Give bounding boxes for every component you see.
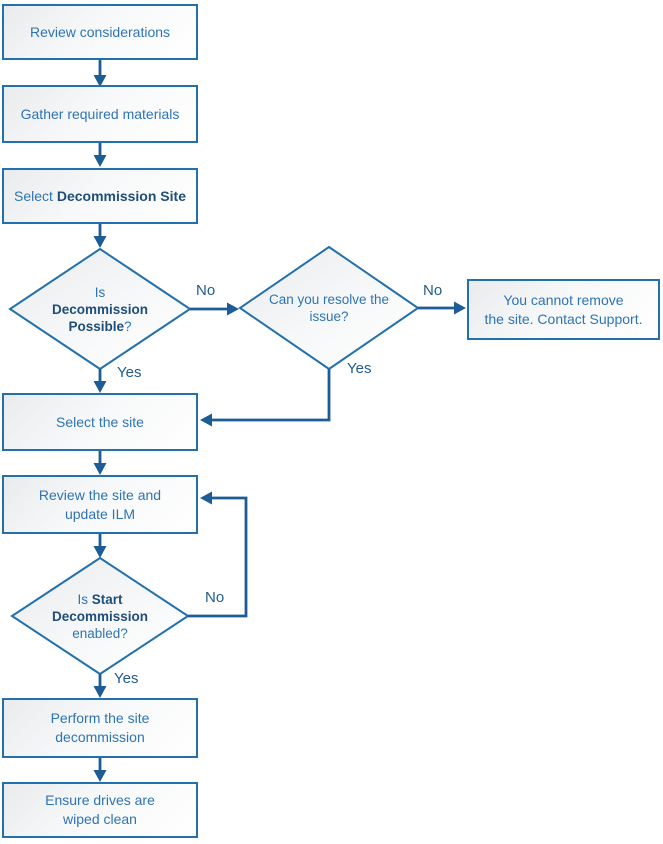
branch-label-yes-decision2: Yes xyxy=(347,360,372,377)
arrow-decision2-no-to-cannot-remove xyxy=(418,301,466,315)
arrow-perform-to-ensure xyxy=(93,758,107,782)
arrow-review-to-gather xyxy=(93,60,107,87)
arrow-decision3-no-loop-to-review-ilm xyxy=(188,491,248,618)
flow-box-gather-materials: Gather required materials xyxy=(2,85,198,143)
arrow-select-site-to-review-ilm xyxy=(93,451,107,475)
branch-label-yes-decision1: Yes xyxy=(117,364,142,381)
branch-label-yes-decision3: Yes xyxy=(114,670,139,687)
arrow-review-ilm-to-decision3 xyxy=(93,534,107,558)
arrow-gather-to-select-decommission xyxy=(93,143,107,167)
box-label: Select Decommission Site xyxy=(14,187,186,204)
arrow-select-decommission-to-decision1 xyxy=(93,224,107,248)
box-label: Gather required materials xyxy=(20,105,180,122)
arrow-decision1-no-to-decision2 xyxy=(190,302,239,316)
decision-start-decommission-label: Is Start Decommission enabled? xyxy=(51,591,149,641)
decision-decommission-possible-label: Is Decommission Possible? xyxy=(51,284,149,334)
box-label: Review considerations xyxy=(29,23,171,40)
flow-box-select-decommission-site: Select Decommission Site xyxy=(2,168,198,224)
box-label: Select the site xyxy=(56,413,144,430)
flow-box-review-considerations: Review considerations xyxy=(2,4,198,60)
branch-label-no-decision3: No xyxy=(205,589,225,606)
branch-label-no-decision2: No xyxy=(423,282,443,299)
decision-resolve-issue-label: Can you resolve the issue? xyxy=(268,292,390,324)
arrow-decision1-yes-to-select-site xyxy=(93,369,107,393)
arrow-decision3-yes-to-perform xyxy=(93,674,107,698)
flow-box-select-site: Select the site xyxy=(2,393,198,451)
branch-label-no-decision1: No xyxy=(196,282,216,299)
arrow-decision2-yes-to-select-site xyxy=(200,369,331,427)
